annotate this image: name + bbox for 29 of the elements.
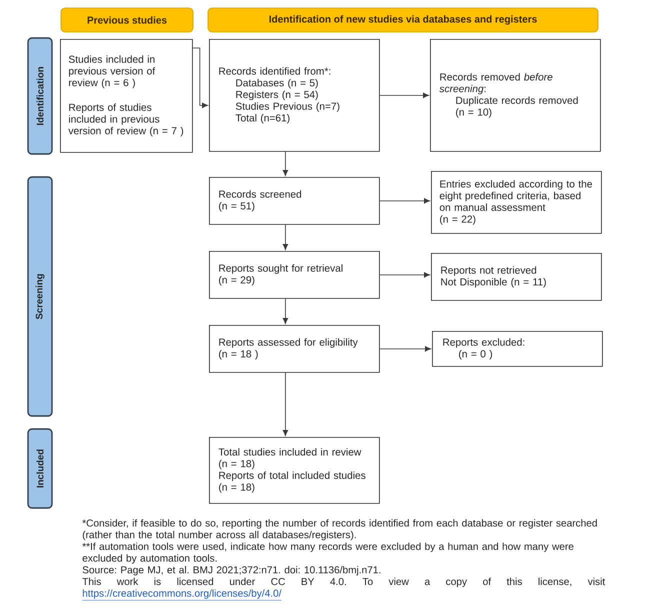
process-box: Studies included in previous version of review (n = 6 ) Reports of studies included in previous version of review (n = 7 )	[60, 39, 193, 153]
arrow	[282, 298, 288, 324]
process-box: Entries excluded according to the eight predefined criteria, based on manual assessment (n = 22)	[431, 171, 602, 234]
footnote: *Consider, if feasible to do so, reporting the number of records identified from each database or register searched (rather than the total number across all databases/registers).	[82, 519, 597, 540]
process-box: Reports sought for retrieval (n = 29)	[209, 251, 380, 299]
arrow	[282, 372, 288, 436]
arrow	[379, 272, 430, 278]
process-box: Records screened (n = 51)	[209, 177, 380, 225]
stage-band: Included	[27, 428, 53, 509]
process-box: Records identified from*: Databases (n = 5) Registers (n = 54) Studies Previous (n=7) Total (n=61)	[209, 39, 380, 152]
stage-band: Screening	[27, 176, 53, 417]
arrow	[282, 151, 288, 176]
process-box: Reports assessed for eligibility (n = 18 )	[209, 325, 380, 373]
arrow	[379, 92, 429, 98]
stage-band: Identification	[27, 37, 53, 155]
process-box: Total studies included in review (n = 18) Reports of total included studies (n = 18)	[209, 437, 380, 504]
arrow	[282, 224, 288, 250]
arrow	[379, 198, 430, 204]
process-box: Reports not retrieved Not Disponible (n = 11)	[431, 253, 602, 301]
source-note: Source: Page MJ, et al. BMJ 2021;372:n71. doi: 10.1136/bmj.n71.	[82, 566, 380, 576]
license-note: This work is licensed under CC BY 4.0. To view a copy of this license, visit	[82, 578, 606, 588]
process-box: Reports excluded: (n = 0 )	[432, 331, 603, 367]
link: https://creativecommons.org/licenses/by/4.0/	[82, 589, 282, 600]
section-header: Previous studies	[60, 8, 194, 32]
arrow	[379, 346, 431, 352]
process-box: Records removed before screening: Duplicate records removed (n = 10)	[430, 39, 601, 152]
footnote: **If automation tools were used, indicate how many records were excluded by a human and how many were excluded by automation tools.	[82, 542, 574, 564]
section-header: Identification of new studies via databases and registers	[208, 8, 598, 32]
arrow	[192, 48, 208, 108]
